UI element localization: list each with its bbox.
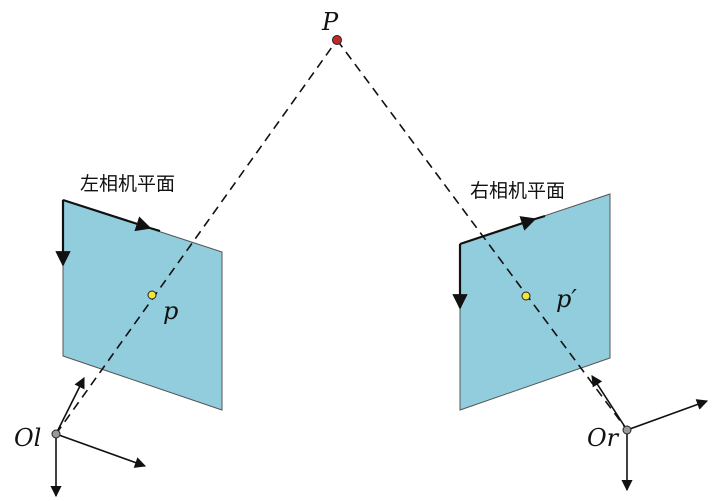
left-projection-ray bbox=[55, 39, 338, 435]
left-image-point-p bbox=[147, 290, 157, 300]
right-image-point-label: p′ bbox=[556, 285, 577, 313]
right-image-point-p-prime bbox=[521, 291, 531, 301]
left-plane-top-edge-rest bbox=[149, 226, 161, 233]
left-camera-center bbox=[51, 429, 61, 439]
right-plane-top-edge bbox=[459, 216, 537, 246]
world-point-P bbox=[332, 35, 342, 45]
right-projection-ray bbox=[336, 39, 628, 431]
right-plane-label: 右相机平面 bbox=[470, 180, 565, 202]
left-plane-label: 左相机平面 bbox=[80, 173, 175, 195]
right-origin-label: Or bbox=[587, 424, 620, 452]
left-plane-top-edge bbox=[62, 198, 152, 232]
left-x-axis-arrow bbox=[55, 433, 147, 468]
right-plane-top-edge-rest bbox=[534, 214, 546, 221]
left-origin-label: Ol bbox=[14, 424, 41, 452]
right-x-axis-arrow bbox=[626, 399, 709, 431]
left-image-point-label: p bbox=[163, 297, 178, 325]
right-camera-center bbox=[622, 425, 632, 435]
world-point-label: P bbox=[321, 8, 339, 36]
left-camera-plane bbox=[62, 199, 223, 411]
right-optical-axis-arrow bbox=[591, 375, 628, 431]
left-optical-axis-arrow bbox=[55, 376, 85, 435]
